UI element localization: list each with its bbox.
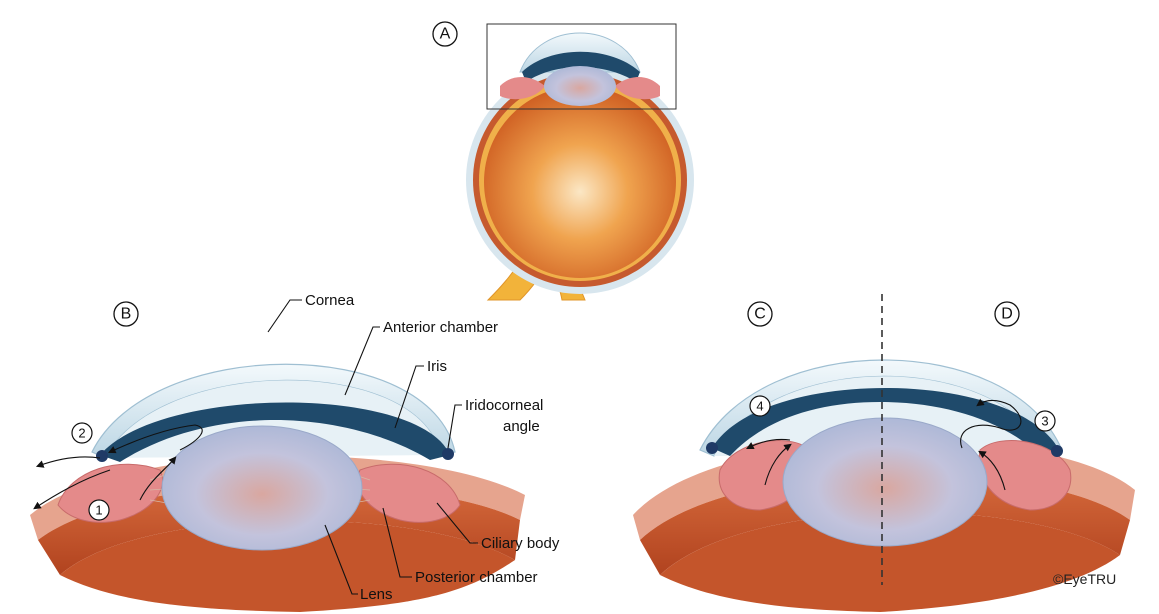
cd-angle-dot-right xyxy=(1051,445,1063,457)
b-outflow-arrow-2 xyxy=(38,457,100,466)
mini-lens xyxy=(544,66,616,106)
cd-angle-dot-left xyxy=(706,442,718,454)
marker-4-label: 4 xyxy=(756,399,763,414)
leader-cornea xyxy=(268,300,302,332)
panel-cd-comparison: 4 3 C D xyxy=(633,294,1135,612)
marker-3-label: 3 xyxy=(1041,414,1048,429)
b-lens xyxy=(162,426,362,550)
marker-2-label: 2 xyxy=(78,426,85,441)
panel-a-whole-eye: A xyxy=(433,22,694,300)
label-cornea: Cornea xyxy=(305,292,355,309)
panel-b-anterior-segment: 2 1 B Cornea Anterior chamber Iris Irido… xyxy=(30,292,560,612)
copyright-text: ©EyeTRU xyxy=(1053,571,1116,587)
label-lens: Lens xyxy=(360,586,393,603)
panel-d-label: D xyxy=(1001,306,1013,323)
marker-1-label: 1 xyxy=(95,503,102,518)
label-iris: Iris xyxy=(427,358,447,375)
cd-lens xyxy=(783,418,987,546)
label-anterior-chamber: Anterior chamber xyxy=(383,319,498,336)
eyeball-interior xyxy=(484,86,676,278)
label-iridocorneal-line2: angle xyxy=(503,418,540,435)
panel-b-label: B xyxy=(121,306,132,323)
label-posterior-chamber: Posterior chamber xyxy=(415,569,538,586)
b-angle-dot-left xyxy=(96,450,108,462)
label-iridocorneal-line1: Iridocorneal xyxy=(465,397,543,414)
label-ciliary-body: Ciliary body xyxy=(481,535,560,552)
panel-c-label: C xyxy=(754,306,766,323)
panel-a-label: A xyxy=(440,26,451,43)
b-angle-dot-right xyxy=(442,448,454,460)
